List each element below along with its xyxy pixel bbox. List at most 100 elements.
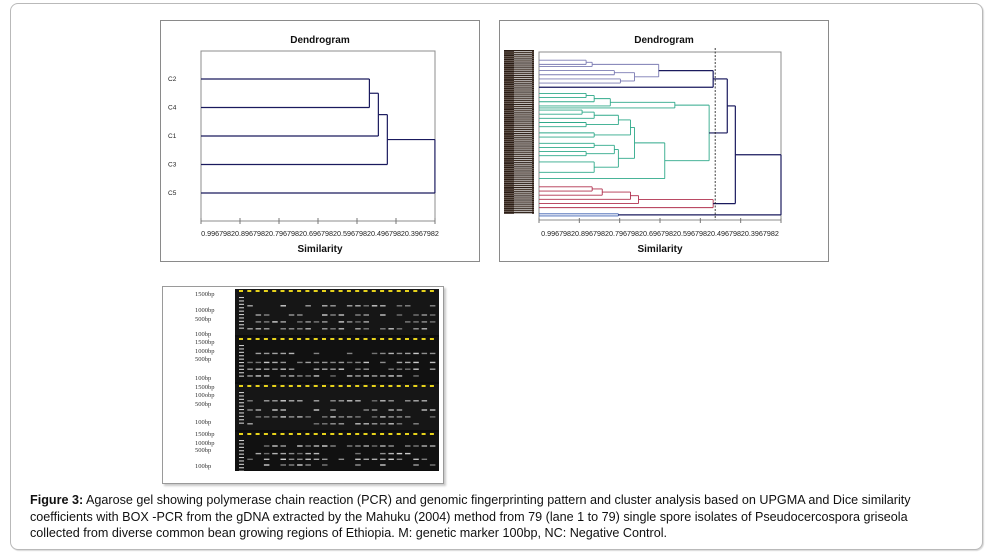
dna-band — [280, 445, 286, 447]
figure-caption: Figure 3: Agarose gel showing polymerase… — [30, 492, 960, 542]
dna-band — [363, 409, 369, 411]
leaf-label-text — [514, 192, 532, 194]
marker-band — [239, 317, 244, 319]
leaf-label-text — [514, 109, 532, 111]
dna-band — [247, 368, 253, 370]
marker-band — [239, 450, 244, 452]
leaf-label-text — [514, 92, 532, 94]
leaf-label-text — [514, 63, 532, 65]
dna-band — [297, 328, 303, 330]
dna-band — [429, 321, 436, 323]
dna-band — [322, 464, 328, 466]
dna-band — [396, 368, 403, 370]
leaf-label — [504, 106, 534, 108]
dna-band — [405, 416, 411, 418]
leaf-label — [504, 124, 534, 127]
dna-band — [280, 400, 286, 402]
marker-band — [239, 398, 244, 400]
leaf-label-text — [514, 200, 532, 202]
dna-band — [346, 352, 353, 355]
leaf-label-text — [514, 173, 532, 175]
leaf-label — [504, 60, 534, 63]
dna-band — [263, 416, 270, 418]
leaf-label-text — [514, 204, 532, 206]
leaf-label-text — [514, 158, 532, 161]
leaf-label — [504, 83, 534, 86]
leaf-label-text — [514, 84, 532, 86]
lane-number — [313, 433, 318, 435]
marker-label: 100bp — [195, 419, 212, 426]
dna-band — [421, 458, 428, 460]
leaf-label-text — [514, 198, 532, 200]
leaf-label — [504, 116, 534, 119]
dna-band — [272, 409, 278, 411]
dna-band — [322, 305, 328, 307]
lane-number — [429, 290, 434, 292]
dna-band — [313, 400, 320, 402]
dna-band — [371, 352, 378, 355]
lane-number — [429, 338, 434, 340]
dna-band — [396, 314, 403, 316]
lane-number — [297, 290, 302, 292]
leaf-label — [504, 141, 534, 144]
dna-band — [263, 458, 270, 460]
leaf-label-text — [514, 146, 532, 148]
dna-band — [355, 464, 361, 466]
marker-band — [239, 392, 244, 394]
lane-number — [363, 290, 368, 292]
marker-label: 500bp — [195, 401, 212, 408]
dna-band — [388, 328, 394, 330]
dna-band — [346, 400, 353, 402]
dna-band — [371, 458, 378, 460]
dna-band — [247, 458, 253, 460]
leaf-label-text — [514, 127, 532, 129]
dna-band — [388, 400, 394, 402]
dna-band — [429, 464, 436, 466]
dna-band — [429, 409, 436, 411]
dna-band — [421, 400, 428, 402]
dna-band — [288, 452, 295, 455]
leaf-label — [504, 195, 534, 198]
leaf-label — [504, 130, 534, 133]
marker-band — [239, 457, 244, 459]
dna-band — [413, 352, 419, 355]
leaf-label-text — [514, 104, 532, 107]
dna-band — [421, 352, 428, 355]
dna-band — [363, 361, 369, 364]
leaf-label — [504, 197, 534, 200]
leaf-label — [504, 89, 534, 92]
dna-band — [272, 352, 278, 355]
dna-band — [413, 368, 419, 370]
lane-number — [355, 433, 360, 435]
marker-band — [239, 358, 244, 360]
marker-band — [239, 348, 244, 350]
lane-number — [288, 385, 293, 387]
marker-band — [239, 440, 244, 442]
leaf-label-text — [514, 55, 532, 57]
dna-band — [313, 375, 320, 377]
dna-band — [288, 352, 295, 355]
marker-band — [239, 300, 244, 302]
leaf-label-text — [514, 88, 532, 90]
leaf-label-text — [514, 65, 532, 67]
leaf-label-text — [514, 190, 532, 192]
dna-band — [413, 314, 419, 316]
dna-band — [297, 445, 303, 447]
marker-band — [239, 463, 244, 465]
dna-band — [388, 375, 394, 377]
dna-band — [288, 368, 295, 370]
leaf-label — [504, 50, 534, 52]
leaf-label — [504, 207, 534, 210]
dna-band — [380, 400, 386, 402]
lane-number — [280, 433, 285, 435]
leaf-label-text — [514, 183, 532, 186]
dna-band — [338, 368, 345, 370]
dna-band — [305, 321, 311, 323]
x-axis-label: Similarity — [297, 244, 342, 255]
leaf-label — [504, 81, 534, 84]
leaf-label — [504, 99, 534, 102]
leaf-label — [504, 160, 534, 162]
dna-band — [429, 416, 436, 418]
dna-band — [380, 452, 386, 455]
